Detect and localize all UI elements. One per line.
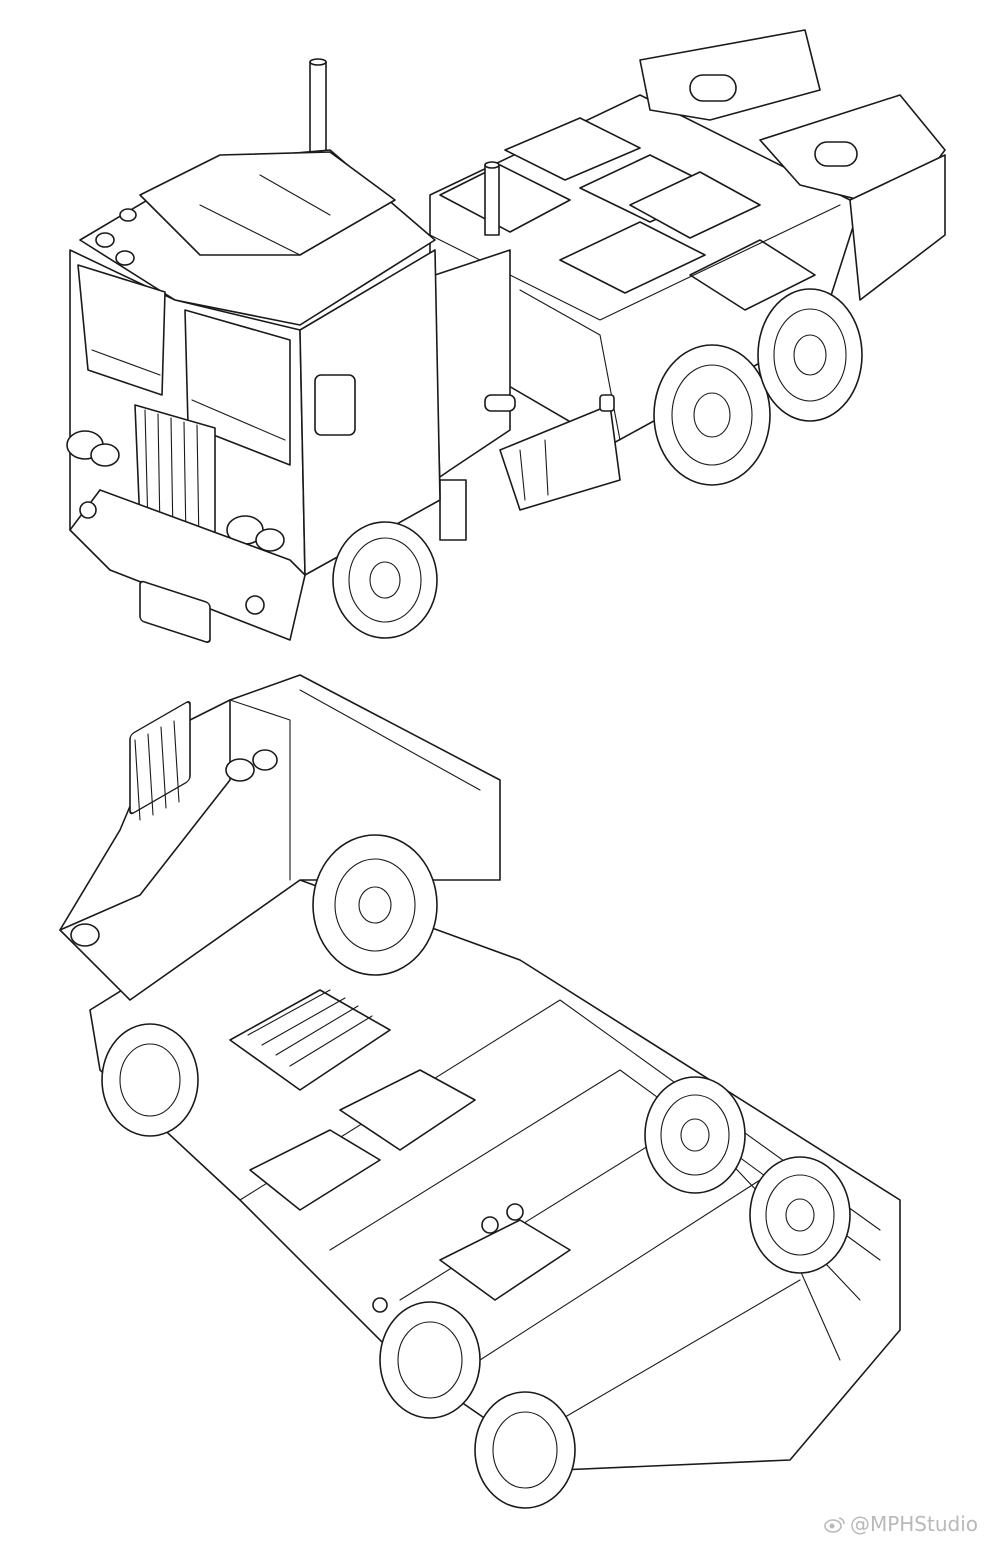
underside-housings	[249, 1069, 571, 1313]
weibo-logo-icon	[824, 1517, 845, 1533]
watermark: @MPHStudio	[824, 1512, 978, 1536]
underside-wheel-4	[644, 1076, 746, 1194]
side-mirror	[314, 374, 356, 436]
fuel-tank	[499, 394, 621, 511]
chassis-rear	[429, 29, 946, 446]
underside-wheel-2	[379, 1301, 481, 1419]
underside-grated-step	[229, 989, 391, 1091]
cab-roof	[79, 149, 436, 353]
rear-wheel-2	[757, 288, 863, 422]
underside-wheel-5	[749, 1156, 851, 1274]
underside-front-wheel	[312, 834, 438, 976]
underside-wheel-3	[474, 1391, 576, 1509]
headlights-right	[226, 515, 285, 552]
front-wheel	[332, 521, 438, 639]
rear-wheel-1	[653, 344, 771, 486]
underside-cab-block	[59, 674, 501, 1001]
underside-wheel-1	[101, 1023, 199, 1137]
front-bumper	[69, 489, 306, 643]
headlights-left	[66, 430, 120, 467]
watermark-text: @MPHStudio	[849, 1512, 978, 1536]
